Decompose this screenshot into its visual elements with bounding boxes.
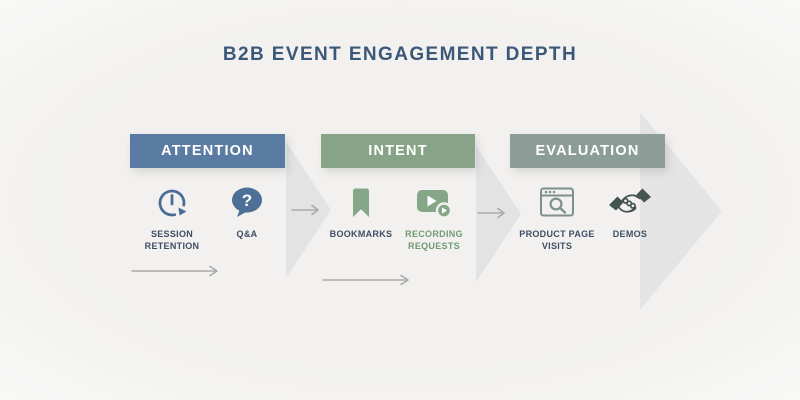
- metric-label: BOOKMARKS: [329, 229, 393, 239]
- stage-header-evaluation: EVALUATION: [510, 134, 665, 168]
- handshake-icon: [608, 184, 652, 222]
- video-play-icon: [414, 184, 454, 222]
- timeline-arrow-icon: [322, 274, 409, 286]
- metric-label: DEMOS: [612, 229, 648, 239]
- stage-header-intent: INTENT: [321, 134, 475, 168]
- question-bubble-icon: ?: [229, 184, 265, 222]
- timeline-arrow-icon: [131, 265, 218, 277]
- metric-session-retention: SESSION RETENTION: [127, 184, 217, 252]
- bookmark-icon: [343, 184, 379, 222]
- metric-label: RECORDING REQUESTS: [405, 229, 463, 251]
- right-arrow-icon: [477, 207, 505, 219]
- metric-label: Q&A: [236, 229, 258, 239]
- metric-bookmarks: BOOKMARKS: [316, 184, 406, 241]
- session-clock-icon: [154, 184, 190, 222]
- metric-demos: DEMOS: [585, 184, 675, 241]
- stage-header-attention: ATTENTION: [130, 134, 285, 168]
- flow-chevron-2: [476, 146, 521, 282]
- metric-product-page-visits: PRODUCT PAGE VISITS: [512, 184, 602, 252]
- metric-label: PRODUCT PAGE VISITS: [519, 229, 595, 251]
- metric-recording-requests: RECORDING REQUESTS: [389, 184, 479, 252]
- metric-label: SESSION RETENTION: [144, 229, 200, 251]
- svg-text:?: ?: [242, 191, 252, 210]
- right-arrow-icon: [291, 204, 319, 216]
- browser-search-icon: [537, 184, 577, 222]
- metric-qa: ? Q&A: [202, 184, 292, 241]
- page-title: B2B EVENT ENGAGEMENT DEPTH: [222, 44, 578, 65]
